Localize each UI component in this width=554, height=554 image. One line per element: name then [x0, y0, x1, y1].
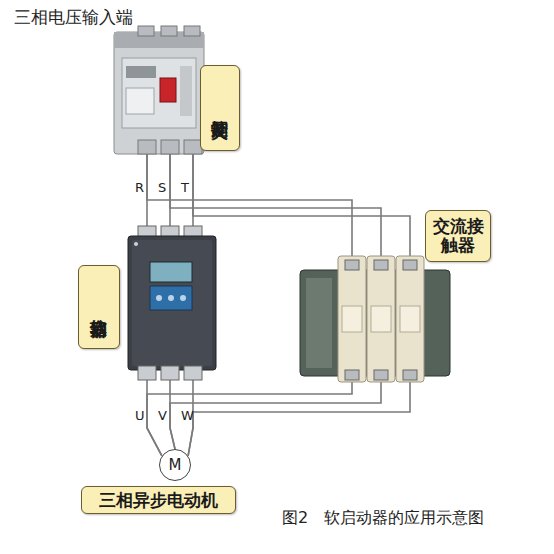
- wire: [193, 154, 410, 256]
- soft-starter-art: [128, 234, 216, 372]
- wire: [147, 382, 352, 456]
- phase-label: V: [158, 408, 167, 423]
- input-label: 三相电压输入端: [14, 6, 133, 29]
- figure-caption: 图2 软启动器的应用示意图: [282, 508, 484, 529]
- callout-label: 交流接触器: [425, 210, 491, 262]
- ac-contactor-art: [300, 256, 450, 382]
- callout-label: 软启动器: [78, 265, 120, 349]
- wire-bundle: [147, 382, 410, 456]
- callout-label: 三相异步电动机: [81, 486, 236, 514]
- ac-contactor: 交流接触器: [300, 256, 450, 382]
- phase-label: S: [158, 180, 166, 195]
- soft-starter: 软启动器: [128, 234, 216, 372]
- callout-label: 控制开关: [200, 65, 240, 151]
- phase-label: U: [135, 408, 145, 423]
- wire: [170, 382, 381, 449]
- phase-label: W: [181, 408, 194, 423]
- phase-label: T: [181, 180, 189, 195]
- circuit-breaker: 控制开关: [108, 32, 210, 154]
- phase-label: R: [135, 180, 144, 195]
- wire: [188, 382, 410, 456]
- motor-circle: M三相异步电动机: [159, 449, 191, 481]
- motor-symbol: M: [160, 450, 190, 480]
- circuit-breaker-art: [108, 32, 210, 154]
